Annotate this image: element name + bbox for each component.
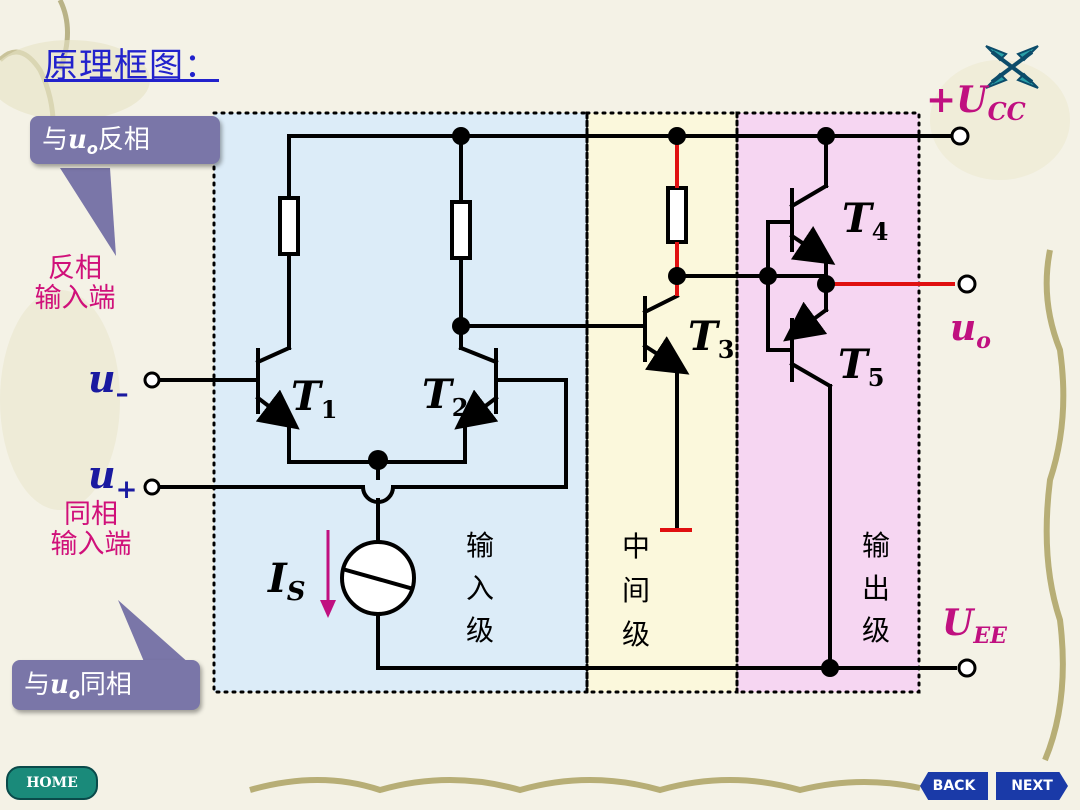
- t5-label: T: [838, 341, 871, 388]
- uo-label: u: [950, 307, 976, 349]
- middle-stage-label-2: 间: [622, 574, 650, 607]
- middle-stage-label-1: 中: [622, 530, 650, 563]
- u-plus-label: u: [88, 452, 116, 497]
- page-title: 原理框图：: [44, 46, 219, 86]
- output-stage-label-1: 输: [862, 529, 890, 562]
- svg-text:uo: uo: [950, 307, 991, 354]
- svg-text:T1: T1: [291, 373, 337, 424]
- uee-label: U: [942, 602, 976, 644]
- input-stage-label-1: 输: [466, 529, 494, 562]
- callout-tail-top: [60, 168, 116, 256]
- svg-text:T4: T4: [842, 195, 888, 246]
- middle-stage-label-3: 级: [622, 618, 650, 651]
- u-minus-terminal: [143, 371, 161, 389]
- svg-text:u–: u–: [88, 356, 129, 409]
- t1-label: T: [291, 373, 324, 420]
- svg-text:IS: IS: [267, 555, 306, 607]
- svg-text:T2: T2: [422, 371, 468, 422]
- is-label: I: [267, 555, 288, 602]
- input-stage-label-3: 级: [466, 614, 494, 647]
- t2-label: T: [422, 371, 455, 418]
- is-arrow-icon: [320, 600, 336, 618]
- u-plus-terminal: [143, 478, 161, 496]
- output-stage-label-3: 级: [862, 614, 890, 647]
- svg-text:T5: T5: [838, 341, 884, 392]
- noninverting-input-label: 同相 输入端: [50, 499, 132, 560]
- uee-terminal: [957, 658, 977, 678]
- output-stage-label-2: 出: [862, 572, 890, 605]
- resistor-r2: [450, 200, 472, 260]
- next-button[interactable]: NEXT: [996, 772, 1068, 800]
- home-button[interactable]: HOME: [6, 766, 98, 800]
- callout-tail-bottom: [118, 600, 190, 664]
- back-button[interactable]: BACK: [920, 772, 988, 800]
- callout-noninverting: 与uo同相: [12, 660, 200, 710]
- uo-terminal: [957, 274, 977, 294]
- callout-inverting: 与uo反相: [30, 116, 220, 164]
- svg-text:T3: T3: [688, 313, 734, 364]
- inverting-input-label: 反相 输入端: [34, 253, 116, 314]
- svg-text:+UCC: +UCC: [926, 79, 1026, 126]
- u-minus-label: u: [88, 356, 116, 401]
- ucc-terminal: [950, 126, 970, 146]
- expand-icon[interactable]: [984, 44, 1040, 90]
- svg-text:UEE: UEE: [942, 602, 1008, 649]
- input-stage-label-2: 入: [466, 572, 494, 605]
- ucc-label: +U: [926, 79, 990, 121]
- resistor-r3: [666, 186, 688, 244]
- middle-stage-region: [587, 113, 737, 692]
- t3-label: T: [688, 313, 721, 360]
- resistor-r1: [278, 196, 300, 256]
- t4-label: T: [842, 195, 875, 242]
- svg-text:u+: u+: [88, 452, 137, 505]
